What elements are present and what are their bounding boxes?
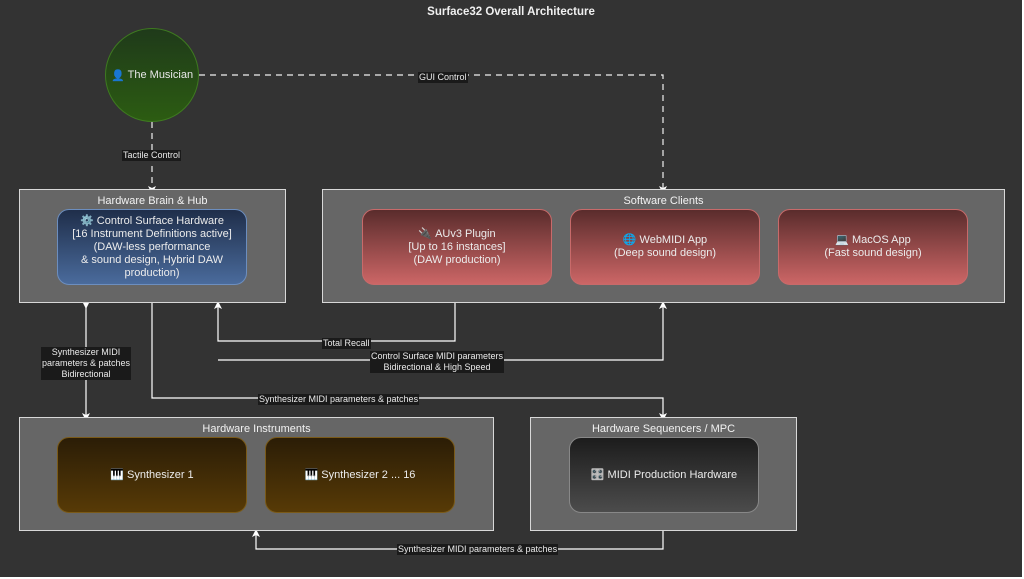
node-line: Synthesizer 2 ... 16: [321, 468, 416, 481]
node-line: AUv3 Plugin: [435, 227, 496, 240]
node-line: & sound design, Hybrid DAW: [80, 253, 224, 266]
node-line: production): [124, 266, 180, 279]
node-line: (Fast sound design): [824, 247, 922, 259]
node-line: (DAW-less performance: [93, 240, 211, 253]
diagram-title: Surface32 Overall Architecture: [427, 6, 595, 18]
label-line: Synthesizer MIDI: [51, 347, 121, 357]
edge-label-synth-bidirectional: Synthesizer MIDI parameters & patches Bi…: [41, 347, 132, 380]
piano-icon: 🎹: [304, 468, 319, 481]
edge-label-synth-to-sequencers: Synthesizer MIDI parameters & patches: [258, 394, 420, 405]
node-line: [Up to 16 instances]: [408, 240, 506, 253]
group-hardware-instruments[interactable]: Hardware Instruments 🎹Synthesizer 1 🎹Syn…: [19, 417, 494, 531]
edge-label-gui-control: GUI Control: [418, 72, 468, 83]
midi-production-hardware-node[interactable]: 🎛️MIDI Production Hardware: [569, 437, 759, 513]
label-line: parameters & patches: [42, 358, 131, 368]
laptop-icon: 💻: [835, 234, 849, 246]
synthesizer-2-16-node[interactable]: 🎹Synthesizer 2 ... 16: [265, 437, 455, 513]
musician-label: The Musician: [127, 69, 194, 81]
globe-icon: 🌐: [622, 234, 637, 246]
node-line: WebMIDI App: [639, 234, 708, 246]
group-title: Hardware Instruments: [202, 423, 311, 435]
edge-control-surface: [218, 301, 667, 361]
group-title: Hardware Sequencers / MPC: [591, 423, 736, 435]
group-hardware-brain[interactable]: Hardware Brain & Hub ⚙️Control Surface H…: [19, 189, 286, 303]
edge-label-tactile-control: Tactile Control: [122, 150, 182, 161]
person-icon: 👤: [110, 69, 125, 82]
label-line: Bidirectional: [61, 369, 111, 379]
edge-label-total-recall: Total Recall: [322, 338, 371, 349]
edge-gui-control: [199, 74, 667, 194]
plug-icon: 🔌: [418, 227, 433, 240]
control-surface-node[interactable]: ⚙️Control Surface Hardware [16 Instrumen…: [57, 209, 247, 285]
edge-label-control-surface: Control Surface MIDI parameters Bidirect…: [370, 351, 505, 373]
synthesizer-1-node[interactable]: 🎹Synthesizer 1: [57, 437, 247, 513]
label-line: Bidirectional & High Speed: [383, 362, 491, 372]
musician-node[interactable]: 👤 The Musician: [105, 28, 199, 122]
webmidi-app-node[interactable]: 🌐WebMIDI App (Deep sound design): [570, 209, 760, 285]
group-title: Hardware Brain & Hub: [97, 195, 208, 207]
node-line: [16 Instrument Definitions active]: [72, 227, 232, 240]
node-line: (Deep sound design): [613, 247, 717, 259]
group-title: Software Clients: [623, 195, 704, 207]
auv3-plugin-node[interactable]: 🔌AUv3 Plugin [Up to 16 instances] (DAW p…: [362, 209, 552, 285]
node-line: MIDI Production Hardware: [607, 468, 738, 481]
group-software-clients[interactable]: Software Clients 🔌AUv3 Plugin [Up to 16 …: [322, 189, 1005, 303]
control-knobs-icon: 🎛️: [590, 468, 605, 481]
node-line: (DAW production): [413, 253, 501, 266]
node-line: MacOS App: [852, 234, 911, 246]
node-line: Control Surface Hardware: [96, 214, 224, 227]
piano-icon: 🎹: [110, 468, 125, 481]
gear-icon: ⚙️: [80, 214, 94, 227]
node-line: Synthesizer 1: [127, 468, 194, 481]
group-hardware-sequencers[interactable]: Hardware Sequencers / MPC 🎛️MIDI Product…: [530, 417, 797, 531]
edge-label-sequencers-to-instruments: Synthesizer MIDI parameters & patches: [397, 544, 559, 555]
macos-app-node[interactable]: 💻MacOS App (Fast sound design): [778, 209, 968, 285]
label-line: Control Surface MIDI parameters: [371, 351, 504, 361]
